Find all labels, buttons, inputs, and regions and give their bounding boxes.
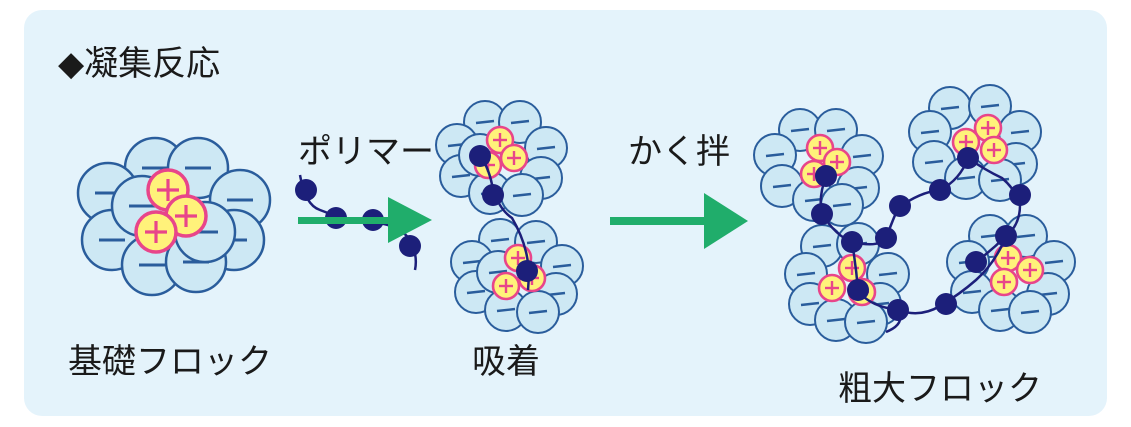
label-stir: かく拌 — [628, 132, 730, 172]
adsorbed-cluster-bottom — [449, 217, 585, 335]
label-base-floc: 基礎フロック — [68, 342, 272, 382]
arrow-icon — [298, 197, 432, 243]
base-floc — [76, 136, 272, 297]
label-polymer: ポリマー — [298, 132, 434, 172]
label-adsorption: 吸着 — [472, 342, 540, 382]
large-floc-polymer — [811, 147, 1031, 334]
polymer-bead-icon — [295, 179, 317, 201]
diagram-title: ◆凝集反応 — [58, 44, 221, 84]
large-floc-cluster-2 — [907, 83, 1043, 203]
arrow-icon-2 — [610, 193, 748, 249]
adsorbed-polymer — [469, 145, 538, 291]
label-large-floc: 粗大フロック — [838, 369, 1042, 409]
